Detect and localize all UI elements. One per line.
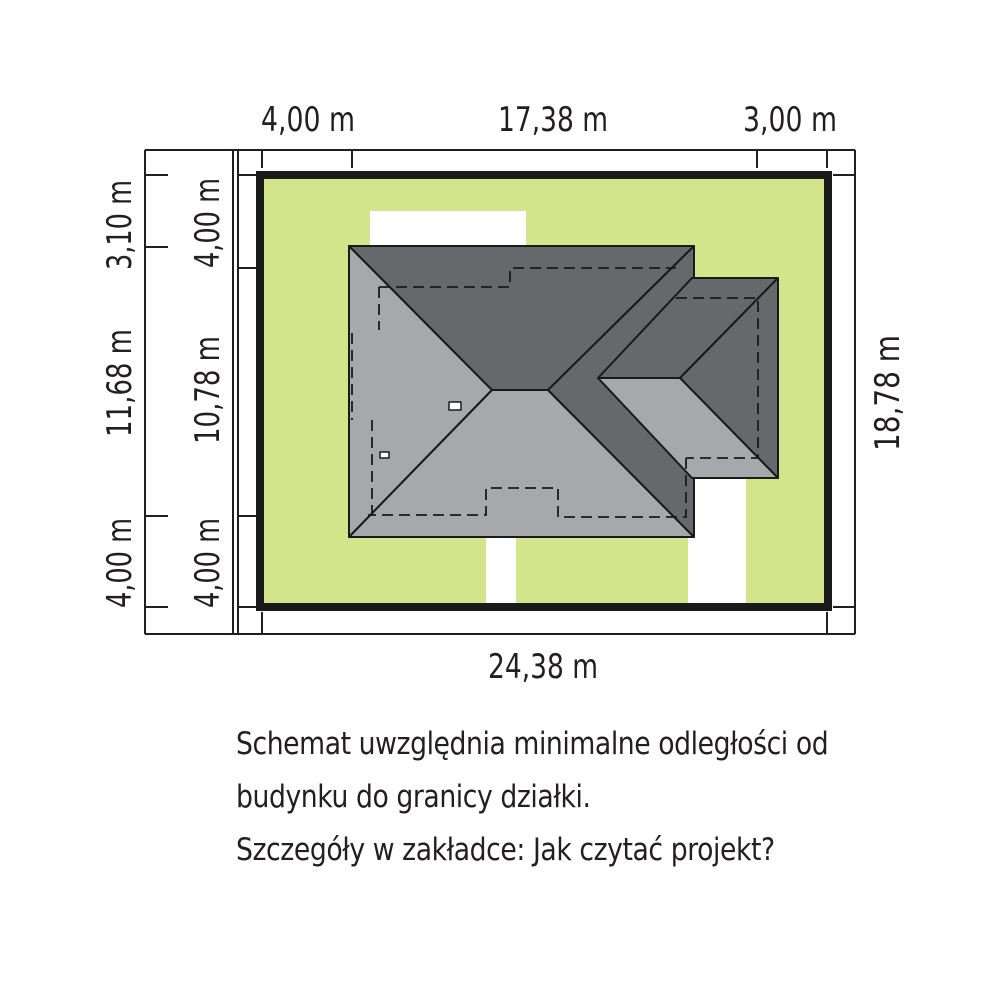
left-outer-dim-bottom: 4,00 m <box>100 518 140 608</box>
left-inner-dim-bottom: 4,00 m <box>188 518 228 608</box>
caption-line-1: Schemat uwzględnia minimalne odległości … <box>236 726 829 762</box>
bottom-dim: 24,38 m <box>488 647 598 687</box>
top-dim-right: 3,00 m <box>743 100 837 140</box>
building-roof <box>348 245 779 538</box>
wall-outline <box>351 267 759 518</box>
plot-boundary <box>256 171 832 611</box>
left-inner-dim-top: 4,00 m <box>188 178 228 268</box>
caption-line-2: budynku do granicy działki. <box>236 779 591 815</box>
caption-line-3: Szczegóły w zakładce: Jak czytać projekt… <box>236 832 775 868</box>
dimension-frame <box>144 149 856 635</box>
left-outer-dim-middle: 11,68 m <box>100 329 140 437</box>
top-dim-left: 4,00 m <box>261 100 355 140</box>
top-dim-center: 17,38 m <box>498 100 608 140</box>
left-inner-dim-middle: 10,78 m <box>188 336 228 444</box>
left-outer-dim-top: 3,10 m <box>100 180 140 270</box>
setback-areas <box>370 211 746 607</box>
site-plan-diagram: 4,00 m 17,38 m 3,00 m 24,38 m 18,78 m 3,… <box>100 100 908 687</box>
caption: Schemat uwzględnia minimalne odległości … <box>236 718 976 877</box>
right-dim: 18,78 m <box>868 335 908 451</box>
